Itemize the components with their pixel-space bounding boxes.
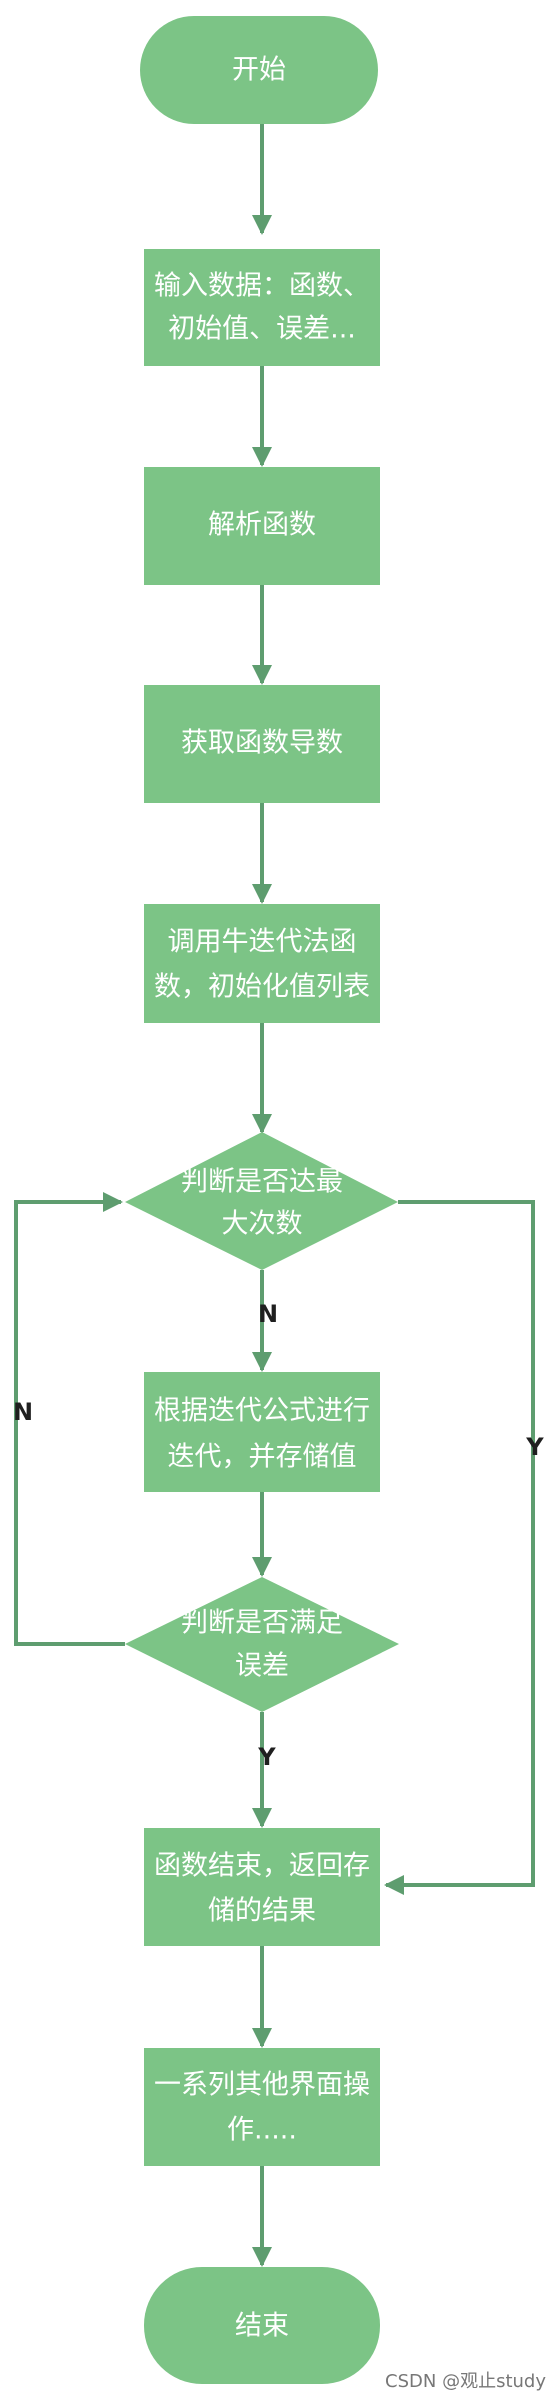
start-label: 开始 (232, 55, 286, 86)
check-max-iterations-node[interactable]: 判断是否达最 大次数 (125, 1132, 398, 1270)
nodes: 开始 输入数据：函数、 初始值、误差... 解析函数 获取函数导数 调用牛迭代法… (125, 16, 399, 2384)
parse-label: 解析函数 (208, 510, 316, 541)
end-node[interactable]: 结束 (144, 2267, 380, 2384)
edges (14, 124, 535, 2267)
return-label-line-1: 函数结束，返回存 (154, 1851, 370, 1882)
parse-node[interactable]: 解析函数 (144, 467, 380, 585)
ui-operations-label-line-2: 作..... (227, 2115, 297, 2146)
iterate-label-line-1: 根据迭代公式进行 (154, 1396, 370, 1427)
input-label-line-2: 初始值、误差... (168, 314, 356, 345)
check-error-label-line-1: 判断是否满足 (181, 1608, 343, 1639)
iterate-node[interactable]: 根据迭代公式进行 迭代，并存储值 (144, 1372, 380, 1492)
check-error-label-line-2: 误差 (235, 1651, 289, 1682)
return-node[interactable]: 函数结束，返回存 储的结果 (144, 1828, 380, 1946)
watermark: CSDN @观止study (385, 2371, 546, 2392)
edge-check-error-loop-back (14, 1192, 125, 1646)
input-label-line-1: 输入数据：函数、 (154, 271, 370, 302)
ui-operations-label-line-1: 一系列其他界面操 (154, 2070, 370, 2101)
iterate-label-line-2: 迭代，并存储值 (168, 1442, 357, 1473)
check-max-label-line-1: 判断是否达最 (181, 1167, 343, 1198)
check-error-node[interactable]: 判断是否满足 误差 (125, 1577, 399, 1712)
derivative-label: 获取函数导数 (181, 728, 343, 759)
call-newton-label-line-2: 数，初始化值列表 (154, 972, 370, 1003)
return-label-line-2: 储的结果 (208, 1896, 316, 1927)
check-max-label-line-2: 大次数 (222, 1209, 303, 1240)
call-newton-label-line-1: 调用牛迭代法函 (168, 927, 357, 958)
call-newton-node[interactable]: 调用牛迭代法函 数，初始化值列表 (144, 904, 380, 1023)
ui-operations-node[interactable]: 一系列其他界面操 作..... (144, 2048, 380, 2166)
input-node[interactable]: 输入数据：函数、 初始值、误差... (144, 249, 380, 366)
edge-labels: N Y N Y (13, 1300, 544, 1771)
error-yes-label: Y (257, 1743, 276, 1771)
edge-check-max-yes-to-return (384, 1200, 535, 1895)
error-no-label: N (13, 1398, 33, 1426)
start-node[interactable]: 开始 (140, 16, 378, 124)
derivative-node[interactable]: 获取函数导数 (144, 685, 380, 803)
max-iterations-yes-label: Y (525, 1433, 544, 1461)
max-iterations-no-label: N (258, 1300, 278, 1328)
end-label: 结束 (235, 2311, 289, 2342)
